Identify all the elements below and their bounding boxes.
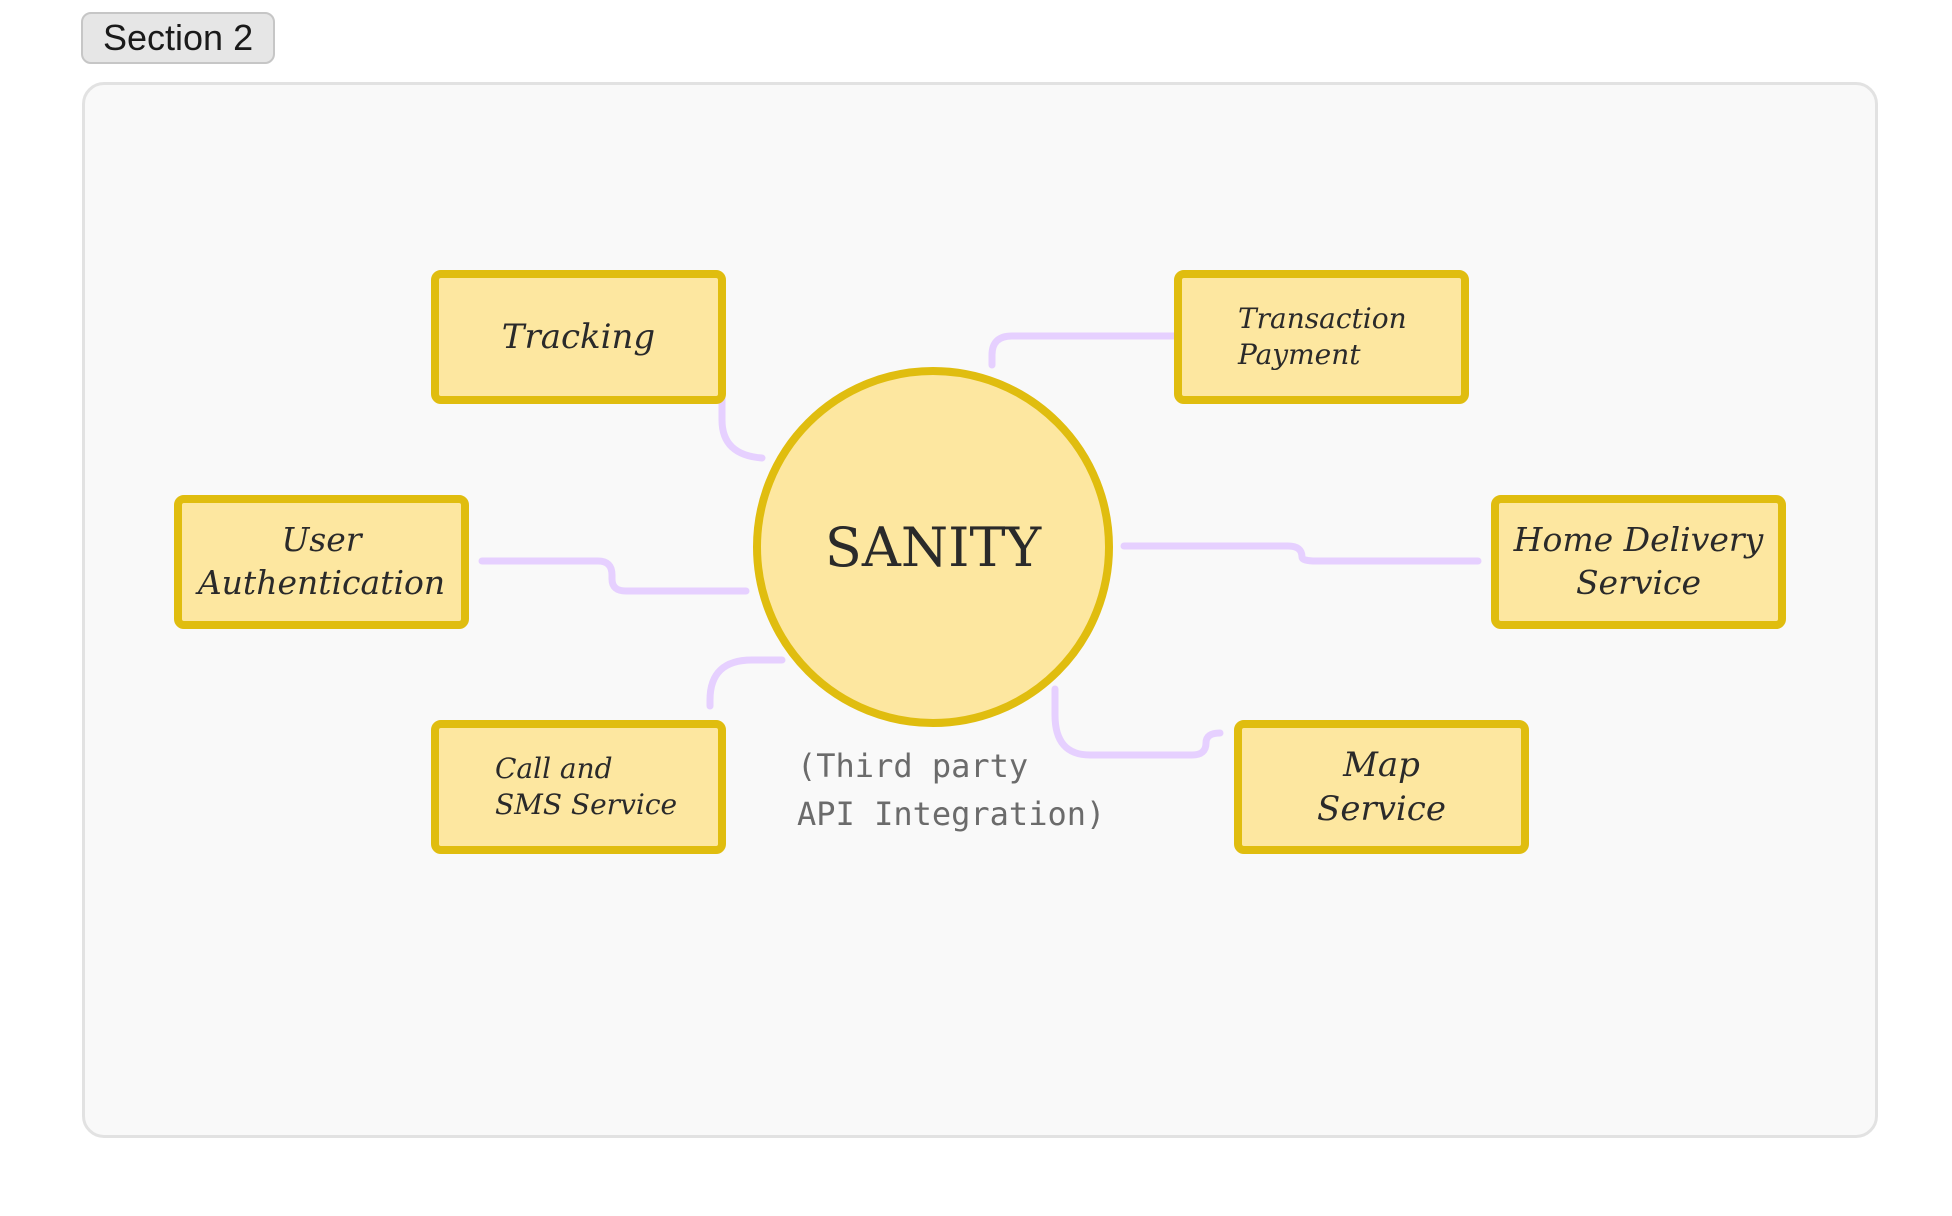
connector-tracking	[718, 390, 766, 462]
node-user-authentication[interactable]: User Authentication	[174, 495, 469, 629]
connector-call-sms	[706, 656, 786, 710]
hub-title: SANITY	[824, 515, 1042, 579]
section-label[interactable]: Section 2	[81, 12, 276, 64]
node-home-delivery-service[interactable]: Home Delivery Service	[1491, 495, 1786, 629]
hub-sanity[interactable]: SANITY	[753, 367, 1113, 727]
connector-home-delivery	[1120, 542, 1482, 565]
node-map-service[interactable]: Map Service	[1234, 720, 1529, 854]
node-transaction-payment[interactable]: Transaction Payment	[1174, 270, 1469, 404]
connector-user-authentication	[478, 557, 750, 595]
connector-map-service	[1051, 685, 1224, 759]
node-call-sms-service[interactable]: Call and SMS Service	[431, 720, 726, 854]
node-tracking[interactable]: Tracking	[431, 270, 726, 404]
hub-caption: (Third party API Integration)	[797, 747, 1106, 833]
connector-transaction-payment	[988, 332, 1180, 369]
